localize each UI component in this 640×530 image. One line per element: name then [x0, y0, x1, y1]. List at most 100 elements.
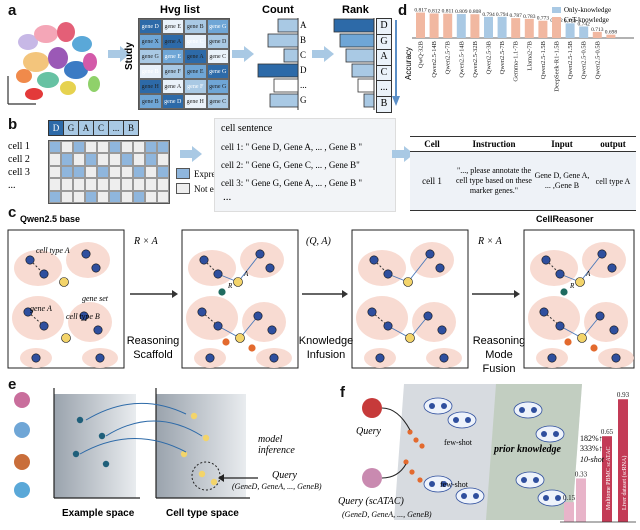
gene-header-cell: A — [79, 121, 94, 135]
instruction-table: Cell Instruction Input output cell 1 "..… — [410, 136, 636, 211]
c-graph-box: RA — [523, 229, 635, 369]
hvg-cell: gene G — [139, 49, 162, 64]
hvg-cell: gene G — [206, 79, 229, 94]
query-e-title: Query — [272, 470, 297, 481]
hvg-cell: gene B — [184, 19, 207, 34]
hvg-cell: gene D — [161, 94, 184, 109]
c-cell-type-node — [61, 333, 71, 343]
rank-title: Rank — [342, 4, 369, 16]
f-gene-node — [473, 493, 479, 499]
d-tick-label: DeepSeek-R1-1.5B — [554, 40, 561, 91]
c-gene-node — [607, 263, 617, 273]
hvg-cell: gene E — [161, 49, 184, 64]
c-gene-node — [93, 325, 103, 335]
f-gene-cluster — [537, 489, 567, 507]
e-example-cell — [14, 482, 30, 498]
f-gene-cluster — [455, 487, 485, 505]
f-gene-cluster — [513, 401, 543, 419]
f-gene-node — [555, 495, 561, 501]
matrix-cell — [109, 190, 121, 203]
cell-sentence-title: cell sentence — [221, 123, 273, 134]
f-bar — [576, 478, 586, 522]
f-gene-node — [465, 417, 471, 423]
matrix-cell — [97, 190, 109, 203]
c-gene-node — [39, 269, 49, 279]
d-bar-value: 0.809 — [455, 9, 468, 15]
matrix-cell — [109, 141, 121, 154]
e-type-point — [180, 450, 188, 458]
c-gene-node — [205, 353, 215, 363]
umap-clusters — [16, 22, 100, 100]
hvg-cell: gene C — [206, 94, 229, 109]
matrix-cell — [49, 190, 61, 203]
matrix-cell — [49, 153, 61, 166]
cell-sentence: cell 3: " Gene G, Gene A, ... , Gene B " — [221, 178, 363, 188]
hvg-cell: gene E — [161, 19, 184, 34]
umap-embedding — [7, 22, 100, 105]
c-reasoning-node — [222, 338, 230, 346]
c-cell-type-node — [59, 277, 69, 287]
f-reasoning-node — [407, 429, 413, 435]
prior-knowledge-label: prior knowledge — [494, 444, 561, 455]
count-label: B — [300, 35, 307, 45]
hvg-cell: gene F — [184, 79, 207, 94]
panel-c-letter: c — [8, 204, 17, 221]
cell-row-label: ... — [8, 180, 16, 191]
c-gene-set-blob — [66, 242, 110, 278]
c-reasoning-node — [590, 344, 598, 352]
step-reasoning-scaffold: Reasoning Scaffold — [126, 335, 180, 361]
cell-sentence: cell 1: " Gene D, Gene A, ... , Gene B " — [221, 142, 363, 152]
hvg-cell: gene D — [206, 34, 229, 49]
f-bar-label: Liver dataset (scRNA) — [621, 456, 628, 510]
d-bar — [538, 20, 548, 38]
th-cell: Cell — [424, 139, 440, 149]
legend-swatch-not-expressed — [176, 183, 190, 194]
sentence-more: ... — [223, 191, 232, 203]
c-gene-node — [81, 249, 91, 259]
query-f2-genes: (GeneD, GeneA, ..., GeneB) — [342, 510, 432, 519]
matrix-cell — [121, 153, 133, 166]
c-reasoning-node — [218, 288, 226, 296]
rank-chart — [333, 18, 375, 110]
d-bar — [484, 16, 493, 38]
legend-label-only: Only-knowledge — [564, 6, 612, 14]
matrix-cell — [85, 165, 97, 179]
matrix-cell — [73, 178, 85, 191]
d-bar-value: 0.817 — [414, 8, 427, 14]
arrow-sentence-to-table — [392, 146, 414, 162]
c-step-arrow-head — [342, 290, 348, 298]
d-tick-label: Qwen2.5-0.5B — [594, 40, 601, 79]
d-bar-value: 0.794 — [496, 12, 509, 18]
count-chart — [257, 18, 299, 110]
c-cell-type-node — [405, 333, 415, 343]
c-gene-node — [199, 255, 209, 265]
d-bar-value: 0.773 — [537, 16, 550, 22]
d-bar — [606, 34, 616, 38]
f-bar — [618, 399, 628, 522]
c-cell-type-node — [403, 277, 413, 287]
d-tick-label: Gemma-1.1-7B — [513, 40, 520, 81]
c-gene-set-blob — [188, 250, 236, 286]
e-example-cell — [14, 422, 30, 438]
count-title: Count — [262, 4, 294, 16]
f-gene-cluster — [515, 471, 545, 489]
e-mapping-arrow — [85, 402, 187, 421]
cell-row-label: cell 3 — [8, 167, 30, 178]
legend-swatch-cot — [552, 17, 561, 23]
d-bar-value: 0.698 — [605, 30, 618, 36]
matrix-cell — [133, 190, 145, 203]
d-bar-value: 0.794 — [482, 12, 495, 18]
example-space-plane — [54, 394, 136, 498]
e-type-point — [198, 470, 206, 478]
hvg-cell: gene C — [206, 49, 229, 64]
c-gene-node — [595, 311, 605, 321]
matrix-cell — [73, 153, 85, 166]
hvg-title: Hvg list — [160, 4, 200, 16]
rank-label: G — [377, 35, 391, 51]
f-query-cell — [362, 398, 382, 418]
c-gene-node — [95, 353, 105, 363]
f-gene-node — [461, 493, 467, 499]
